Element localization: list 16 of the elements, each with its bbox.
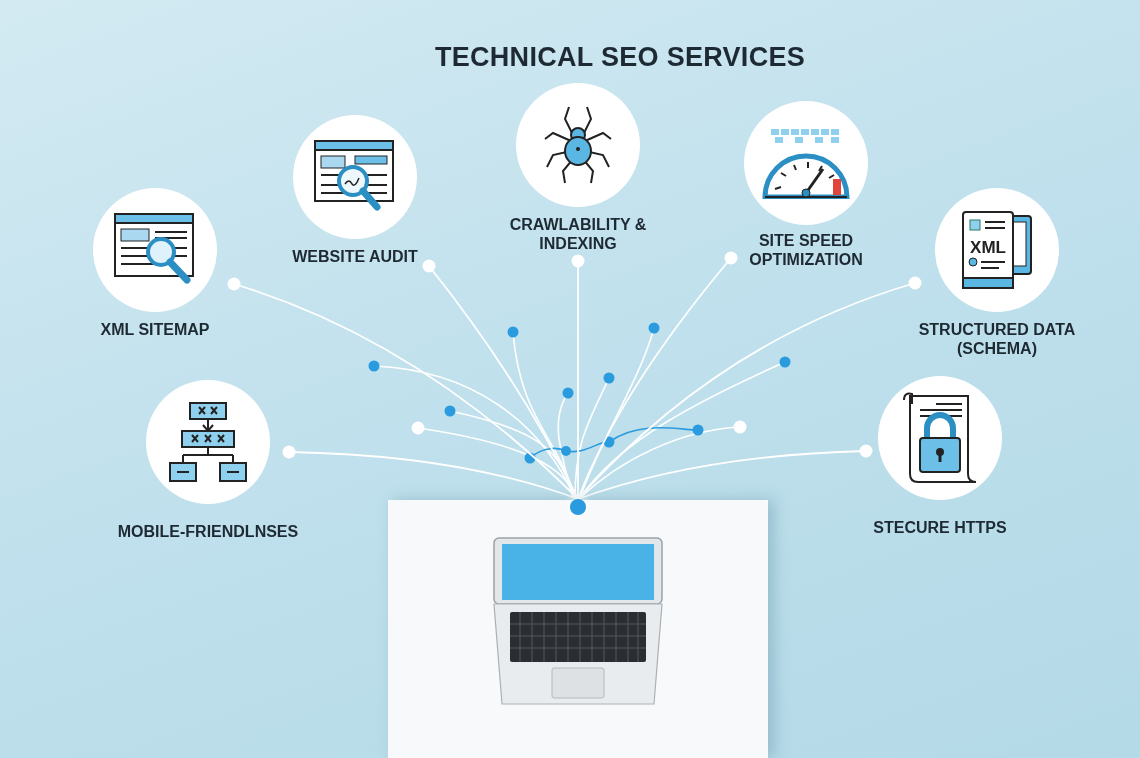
hub-dot (570, 499, 586, 515)
service-label: STECURE HTTPS (873, 518, 1007, 538)
service-label: WEBSITE AUDIT (292, 247, 418, 267)
connector-line (422, 259, 579, 500)
diagram-title: TECHNICAL SEO SERVICES (433, 42, 807, 73)
connector-line (577, 444, 873, 500)
service-label: CRAWLABILITY & INDEXING (508, 215, 648, 254)
service-label: XML SITEMAP (100, 320, 210, 340)
service-label: SITE SPEED OPTIMIZATION (748, 231, 864, 270)
connector-line (577, 251, 738, 500)
service-label: STRUCTURED DATA (SCHEMA) (917, 320, 1077, 359)
connector-line (571, 254, 585, 500)
connector-line (282, 445, 579, 500)
icon-caption: XML (970, 238, 1006, 257)
service-label: MOBILE-FRIENDLNSES (117, 522, 299, 542)
connector-line (227, 277, 579, 500)
